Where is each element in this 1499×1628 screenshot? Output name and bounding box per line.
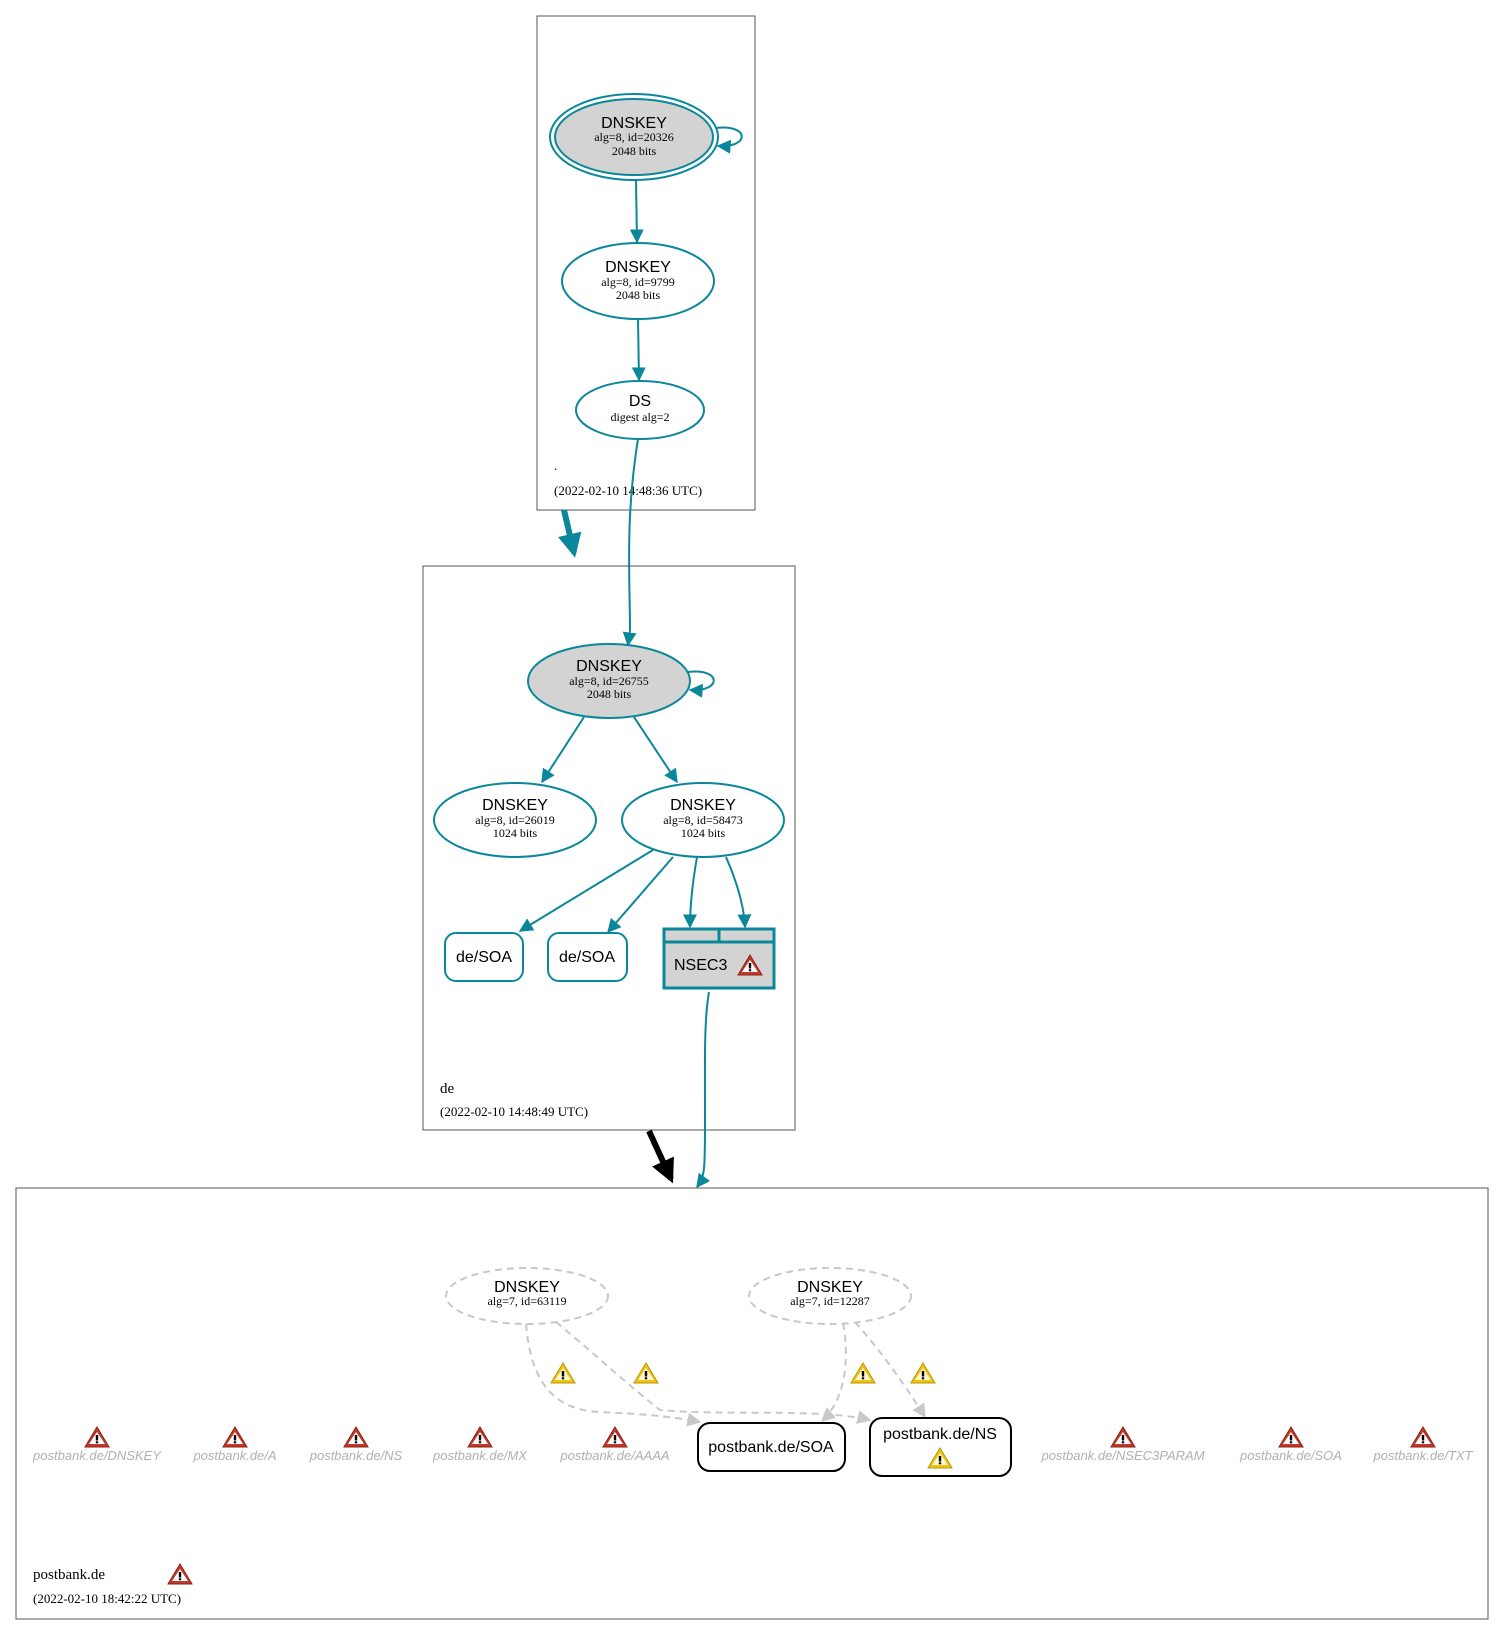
error-rrset-node[interactable]: postbank.de/SOA bbox=[1239, 1426, 1342, 1463]
edge-nsec3-postbank bbox=[696, 991, 711, 1189]
node-pb-soa-label: postbank.de/SOA bbox=[708, 1439, 834, 1456]
zone-root-name: . bbox=[554, 458, 557, 473]
edge-root-ksk-zsk bbox=[629, 179, 644, 244]
error-rrset-node[interactable]: postbank.de/TXT bbox=[1373, 1426, 1474, 1463]
edge-de-zsk2-nsec3-a bbox=[683, 856, 698, 929]
node-root-zsk-title: DNSKEY bbox=[605, 259, 671, 276]
error-icon bbox=[602, 1426, 628, 1448]
zone-root: . (2022-02-10 14:48:36 UTC) bbox=[536, 15, 756, 511]
edge-root-ds-de-ksk bbox=[622, 438, 639, 647]
node-pb-key1-line1: alg=7, id=63119 bbox=[487, 1294, 566, 1308]
error-icon bbox=[343, 1426, 369, 1448]
node-de-zsk1-line1: alg=8, id=26019 bbox=[475, 813, 555, 827]
edge-pb-key1-ns bbox=[555, 1321, 872, 1424]
edge-pb-key2-ns bbox=[854, 1321, 926, 1419]
edge-de-ksk-self bbox=[687, 670, 715, 698]
zone-de-name: de bbox=[440, 1081, 455, 1097]
node-de-ksk-line2: 2048 bits bbox=[587, 687, 632, 701]
node-de-ksk-line1: alg=8, id=26755 bbox=[569, 674, 649, 688]
node-de-soa2[interactable]: de/SOA bbox=[547, 932, 628, 982]
node-de-nsec3[interactable]: NSEC3 bbox=[662, 927, 776, 990]
node-pb-key1-title: DNSKEY bbox=[494, 1279, 560, 1296]
edge-de-zsk2-soa2 bbox=[607, 856, 674, 934]
error-rrset-node[interactable]: postbank.de/MX bbox=[432, 1426, 528, 1463]
node-root-ds-title: DS bbox=[629, 393, 651, 410]
zone-postbank-timestamp: (2022-02-10 18:42:22 UTC) bbox=[33, 1591, 181, 1606]
node-de-zsk2-line2: 1024 bits bbox=[681, 826, 726, 840]
zone-de: de (2022-02-10 14:48:49 UTC) bbox=[422, 565, 796, 1131]
node-de-soa1[interactable]: de/SOA bbox=[444, 932, 524, 982]
edge-pb-key2-soa bbox=[820, 1322, 847, 1422]
node-pb-ns-label: postbank.de/NS bbox=[883, 1426, 997, 1443]
delegation-de-postbank bbox=[646, 1129, 674, 1184]
node-root-ds-line1: digest alg=2 bbox=[610, 410, 669, 424]
error-icon bbox=[1410, 1426, 1436, 1448]
edge-de-zsk2-soa1 bbox=[518, 849, 654, 932]
node-root-zsk[interactable]: DNSKEY alg=8, id=9799 2048 bits bbox=[561, 242, 715, 320]
error-rrset-label: postbank.de/MX bbox=[432, 1448, 528, 1463]
zone-postbank: postbank.de (2022-02-10 18:42:22 UTC) bbox=[15, 1187, 1489, 1620]
error-rrset-node[interactable]: postbank.de/A bbox=[192, 1426, 277, 1463]
error-rrset-label: postbank.de/NSEC3PARAM bbox=[1040, 1448, 1204, 1463]
node-de-zsk2-title: DNSKEY bbox=[670, 797, 736, 814]
zone-de-timestamp: (2022-02-10 14:48:49 UTC) bbox=[440, 1104, 588, 1119]
node-de-soa2-label: de/SOA bbox=[559, 949, 615, 966]
error-icon bbox=[222, 1426, 248, 1448]
error-rrset-label: postbank.de/A bbox=[192, 1448, 276, 1463]
delegation-root-de bbox=[557, 509, 582, 558]
zone-postbank-error-icon bbox=[167, 1563, 193, 1585]
edge-warning-icon bbox=[550, 1362, 576, 1384]
node-root-ksk[interactable]: DNSKEY alg=8, id=20326 2048 bits bbox=[549, 93, 719, 181]
node-de-soa1-label: de/SOA bbox=[456, 949, 512, 966]
error-icon bbox=[467, 1426, 493, 1448]
error-rrset-label: postbank.de/TXT bbox=[1373, 1448, 1474, 1463]
node-de-zsk2-line1: alg=8, id=58473 bbox=[663, 813, 743, 827]
node-de-zsk1-title: DNSKEY bbox=[482, 797, 548, 814]
node-pb-key2[interactable]: DNSKEY alg=7, id=12287 bbox=[748, 1267, 912, 1325]
edge-root-ksk-self bbox=[715, 126, 743, 154]
edge-warning-icon bbox=[633, 1362, 659, 1384]
edge-de-ksk-zsk1 bbox=[541, 716, 585, 784]
node-de-zsk1[interactable]: DNSKEY alg=8, id=26019 1024 bits bbox=[433, 782, 597, 858]
node-root-ksk-title: DNSKEY bbox=[601, 115, 667, 132]
zone-postbank-name: postbank.de bbox=[33, 1567, 105, 1583]
node-pb-key2-title: DNSKEY bbox=[797, 1279, 863, 1296]
zone-root-timestamp: (2022-02-10 14:48:36 UTC) bbox=[554, 483, 702, 498]
node-pb-soa[interactable]: postbank.de/SOA bbox=[697, 1422, 846, 1472]
edge-warning-icon bbox=[850, 1362, 876, 1384]
error-rrset-node[interactable]: postbank.de/NSEC3PARAM bbox=[1040, 1426, 1205, 1463]
error-icon bbox=[1110, 1426, 1136, 1448]
node-root-zsk-line2: 2048 bits bbox=[616, 288, 661, 302]
edge-warning-icon bbox=[910, 1362, 936, 1384]
error-rrset-node[interactable]: postbank.de/DNSKEY bbox=[32, 1426, 162, 1463]
node-pb-ns[interactable]: postbank.de/NS bbox=[869, 1417, 1012, 1477]
error-rrset-label: postbank.de/DNSKEY bbox=[32, 1448, 162, 1463]
error-rrset-node[interactable]: postbank.de/AAAA bbox=[559, 1426, 670, 1463]
node-de-ksk[interactable]: DNSKEY alg=8, id=26755 2048 bits bbox=[527, 643, 691, 719]
node-root-ds[interactable]: DS digest alg=2 bbox=[575, 380, 705, 440]
node-de-zsk2[interactable]: DNSKEY alg=8, id=58473 1024 bits bbox=[621, 782, 785, 858]
node-de-ksk-title: DNSKEY bbox=[576, 658, 642, 675]
node-pb-key2-line1: alg=7, id=12287 bbox=[790, 1294, 870, 1308]
error-rrset-list: postbank.de/DNSKEY postbank.de/A postbank.… bbox=[32, 1426, 1474, 1463]
edge-pb-key1-soa bbox=[525, 1323, 702, 1427]
error-rrset-label: postbank.de/AAAA bbox=[559, 1448, 669, 1463]
node-de-nsec3-label: NSEC3 bbox=[674, 957, 727, 974]
edge-de-zsk2-nsec3-b bbox=[725, 856, 752, 929]
edge-root-zsk-ds bbox=[631, 318, 646, 382]
error-rrset-node[interactable]: postbank.de/NS bbox=[309, 1426, 403, 1463]
node-root-zsk-line1: alg=8, id=9799 bbox=[601, 275, 675, 289]
error-icon bbox=[1278, 1426, 1304, 1448]
error-icon bbox=[84, 1426, 110, 1448]
error-rrset-label: postbank.de/NS bbox=[309, 1448, 403, 1463]
node-root-ksk-line2: 2048 bits bbox=[612, 144, 657, 158]
node-pb-key1[interactable]: DNSKEY alg=7, id=63119 bbox=[445, 1267, 609, 1325]
node-de-zsk1-line2: 1024 bits bbox=[493, 826, 538, 840]
node-root-ksk-line1: alg=8, id=20326 bbox=[594, 130, 674, 144]
edge-de-ksk-zsk2 bbox=[633, 716, 678, 784]
error-rrset-label: postbank.de/SOA bbox=[1239, 1448, 1342, 1463]
